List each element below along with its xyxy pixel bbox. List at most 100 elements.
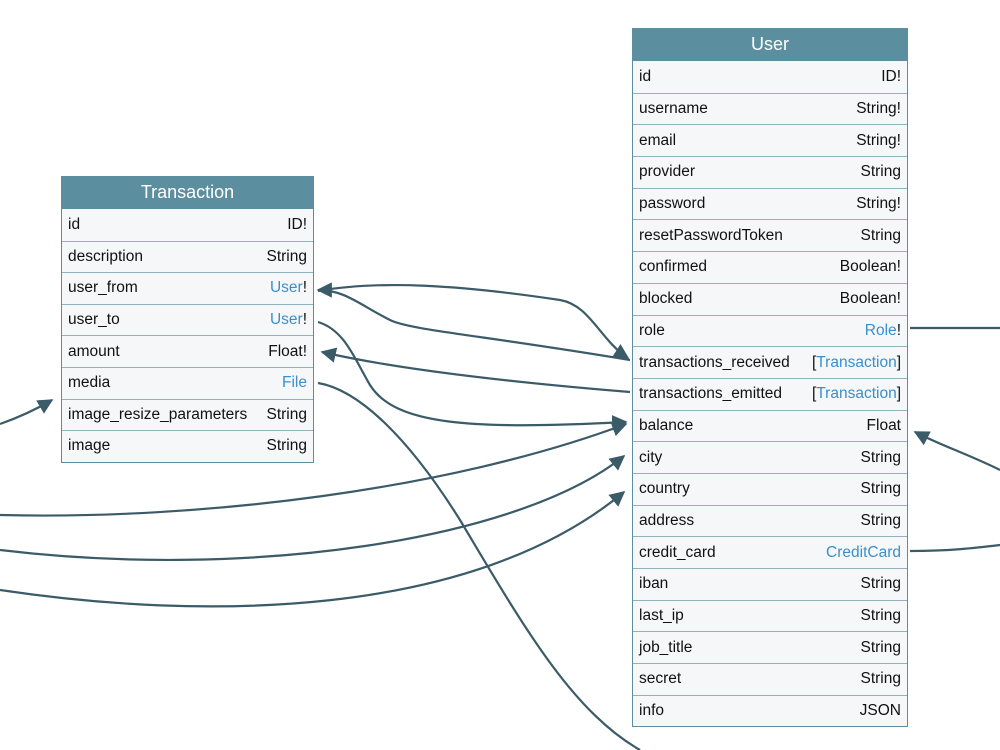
type-suffix: ]: [896, 385, 901, 403]
type-suffix: String: [860, 575, 902, 593]
field-row-transactions-emitted[interactable]: transactions_emitted[Transaction]: [633, 377, 907, 410]
type-suffix: Float!: [268, 342, 307, 360]
type-suffix: !: [302, 279, 307, 297]
field-type: Boolean!: [840, 290, 901, 308]
field-type: Boolean!: [840, 258, 901, 276]
field-type: User!: [270, 279, 307, 297]
field-name: balance: [639, 416, 694, 434]
type-suffix: String: [860, 480, 902, 498]
edge-user-to-to-balance: [317, 320, 628, 431]
field-type: String: [861, 227, 902, 245]
field-name: image_resize_parameters: [68, 405, 248, 423]
type-link[interactable]: Transaction: [816, 353, 897, 371]
type-link[interactable]: User: [269, 279, 303, 297]
field-row-country[interactable]: country String: [633, 472, 907, 505]
field-name: provider: [639, 163, 695, 181]
type-suffix: String: [266, 247, 308, 265]
field-row-image-resize-parameters[interactable]: image_resize_parameters String: [62, 398, 313, 431]
field-type: File: [282, 374, 307, 392]
edge-left-to-balance: [0, 421, 628, 517]
type-suffix: Boolean!: [839, 258, 901, 276]
field-type: [Transaction]: [812, 354, 901, 372]
edge-right-to-balance: [913, 431, 1000, 471]
field-row-provider[interactable]: provider String: [633, 156, 907, 188]
edge-left-to-country: [0, 491, 626, 608]
field-row-id[interactable]: id ID!: [62, 209, 313, 241]
type-link[interactable]: Role: [864, 321, 897, 339]
type-prefix: [: [811, 353, 817, 371]
field-row-balance[interactable]: balance Float: [633, 409, 907, 442]
type-suffix: ID!: [287, 215, 307, 233]
type-suffix: String: [860, 448, 902, 466]
field-type: String!: [856, 132, 901, 150]
type-suffix: String: [860, 511, 902, 529]
edge-credit-card-to-right: [909, 543, 1000, 553]
type-suffix: ID!: [881, 67, 901, 85]
field-type: Role!: [865, 322, 901, 340]
field-name: confirmed: [639, 258, 708, 276]
edge-left-to-transaction: [0, 399, 54, 426]
field-row-iban[interactable]: iban String: [633, 568, 907, 600]
field-type: Float: [867, 417, 901, 435]
field-type: String!: [856, 195, 901, 213]
field-name: username: [639, 100, 708, 118]
type-link[interactable]: Transaction: [816, 385, 897, 403]
type-suffix: String: [266, 437, 308, 455]
field-type: String: [861, 480, 902, 498]
field-row-confirmed[interactable]: confirmed Boolean!: [633, 251, 907, 283]
field-type: String: [861, 575, 902, 593]
field-name: user_to: [68, 311, 120, 329]
field-name: address: [639, 511, 695, 529]
type-suffix: Boolean!: [839, 290, 901, 308]
field-row-image[interactable]: image String: [62, 430, 313, 462]
field-type: String: [861, 163, 902, 181]
field-name: role: [639, 321, 665, 339]
type-suffix: !: [896, 321, 901, 339]
field-name: iban: [639, 575, 669, 593]
entity-header: Transaction: [62, 177, 313, 209]
field-type: String!: [856, 100, 901, 118]
field-name: country: [639, 480, 690, 498]
field-name: id: [639, 67, 652, 85]
field-type: ID!: [881, 68, 901, 86]
field-row-username[interactable]: username String!: [633, 92, 907, 125]
type-suffix: String: [860, 670, 902, 688]
field-row-address[interactable]: address String: [633, 504, 907, 537]
field-type: Float!: [268, 343, 307, 361]
field-type: String: [267, 406, 308, 424]
field-row-role[interactable]: role Role!: [633, 314, 907, 347]
field-name: image: [68, 437, 111, 455]
type-suffix: String!: [856, 100, 901, 118]
field-name: job_title: [639, 638, 693, 656]
type-link[interactable]: File: [282, 374, 307, 392]
type-suffix: JSON: [859, 702, 901, 720]
type-suffix: String!: [856, 195, 901, 213]
field-row-id[interactable]: id ID!: [633, 61, 907, 93]
type-link[interactable]: User: [269, 311, 303, 329]
field-name: transactions_received: [639, 353, 790, 371]
edge-user-transactions-emitted-to-transaction: [320, 347, 631, 394]
field-type: String: [861, 512, 902, 530]
field-name: id: [68, 215, 81, 233]
type-link[interactable]: CreditCard: [826, 543, 901, 561]
field-row-transactions-received[interactable]: transactions_received [Transaction]: [633, 346, 907, 378]
field-type: String: [861, 449, 902, 467]
